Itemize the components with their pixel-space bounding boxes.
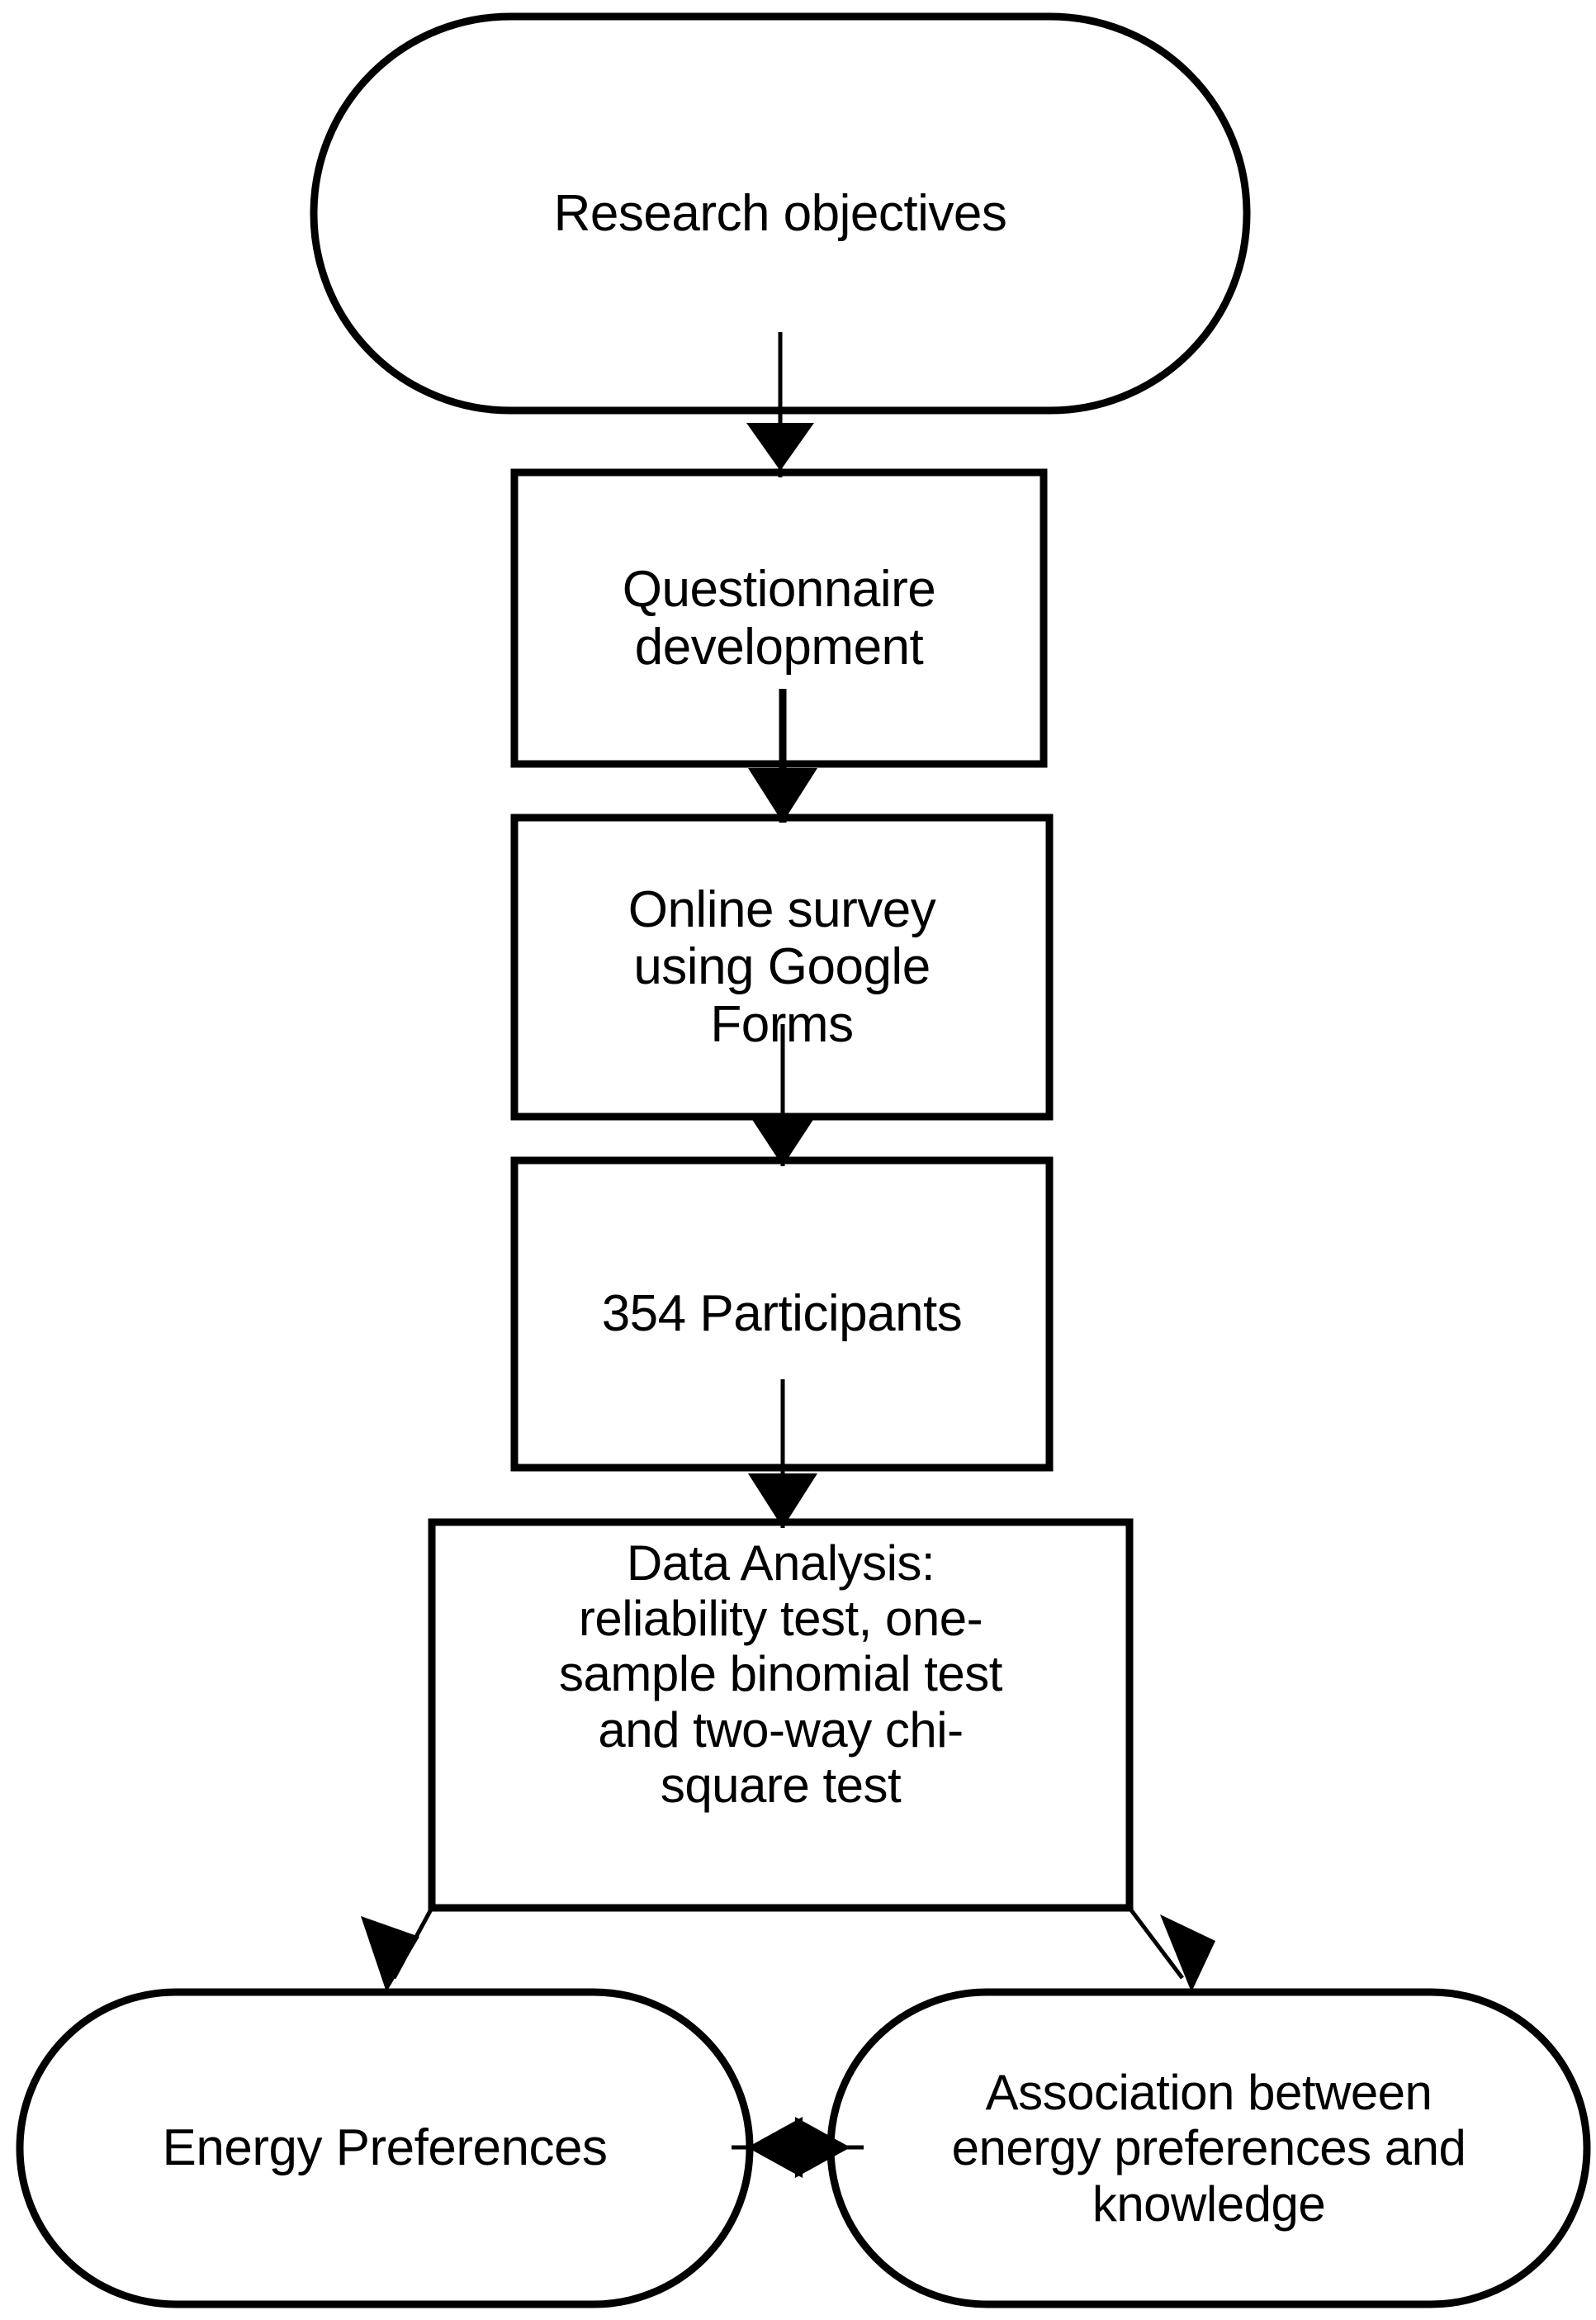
edge-energy-association-bidirectional	[732, 2117, 864, 2178]
node-data-analysis[interactable]	[428, 1518, 1134, 1912]
edge-analysis-to-energy-preferences	[361, 1906, 434, 1992]
edge-questionnaire-to-survey	[748, 689, 817, 823]
edge-participants-to-analysis	[748, 1379, 817, 1528]
edge-research-to-questionnaire	[746, 332, 814, 477]
edge-survey-to-participants	[748, 1024, 817, 1166]
node-energy-preferences[interactable]	[16, 1988, 754, 2308]
node-association[interactable]	[826, 1988, 1591, 2308]
edge-analysis-to-association	[1128, 1906, 1215, 1992]
